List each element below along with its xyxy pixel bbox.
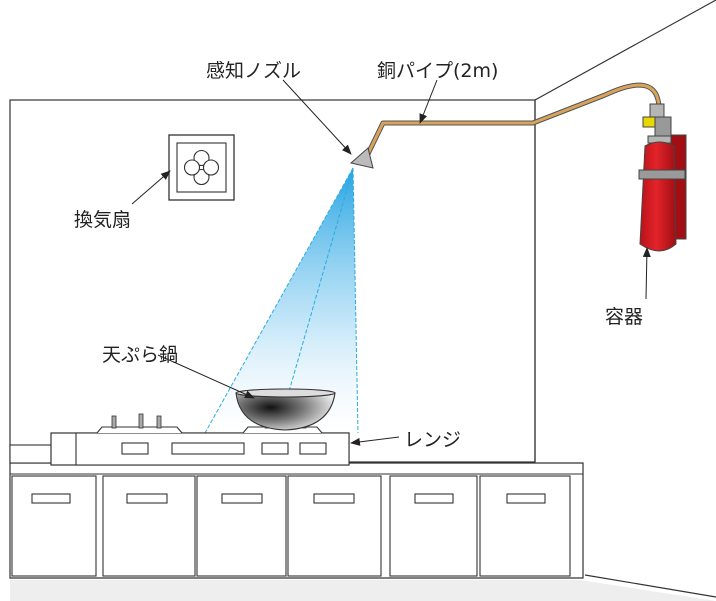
label-nozzle: 感知ノズル	[206, 60, 301, 82]
ventilation-fan	[168, 134, 235, 201]
container-cylinder	[638, 103, 687, 252]
label-pipe: 銅パイプ(2m)	[377, 60, 498, 82]
kitchen-counter	[9, 462, 584, 579]
label-range: レンジ	[404, 429, 461, 451]
side-wall	[534, 0, 716, 598]
label-fan: 換気扇	[74, 209, 131, 231]
spray-cone	[204, 167, 359, 434]
callout-lines	[131, 79, 651, 446]
floor	[10, 580, 716, 601]
label-container: 容器	[605, 306, 643, 328]
label-pan: 天ぷら鍋	[102, 344, 178, 366]
tempura-pan	[235, 388, 336, 431]
gas-range	[9, 413, 350, 466]
detection-nozzle	[349, 147, 374, 169]
